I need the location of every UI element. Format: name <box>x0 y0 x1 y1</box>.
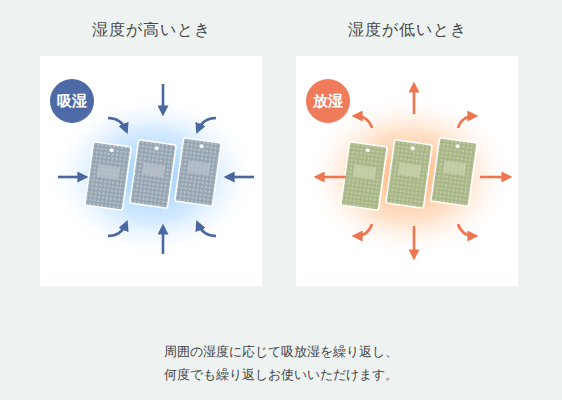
caption-area: 周囲の湿度に応じて吸放湿を繰り返し、 何度でも繰り返しお使いいただけます。 <box>0 340 562 386</box>
outward-arrows <box>318 86 508 256</box>
humidity-glow <box>304 94 514 258</box>
badge-label: 放湿 <box>313 92 343 111</box>
badge-label: 吸湿 <box>57 92 87 111</box>
badge-circle: 放湿 <box>306 79 350 123</box>
panel-heading: 湿度が高いとき <box>20 20 282 41</box>
badge-circle: 吸湿 <box>50 79 94 123</box>
panel-box: 湿度が高いとき吸湿 <box>40 56 262 286</box>
packet-group <box>341 138 478 211</box>
inward-arrows <box>58 84 254 254</box>
panel-heading: 湿度が低いとき <box>276 20 538 41</box>
panel-box: 湿度が低いとき放湿 <box>296 56 518 286</box>
humidity-glow <box>48 94 258 258</box>
packet-group <box>85 138 222 211</box>
caption-text: 周囲の湿度に応じて吸放湿を繰り返し、 何度でも繰り返しお使いいただけます。 <box>161 340 401 386</box>
